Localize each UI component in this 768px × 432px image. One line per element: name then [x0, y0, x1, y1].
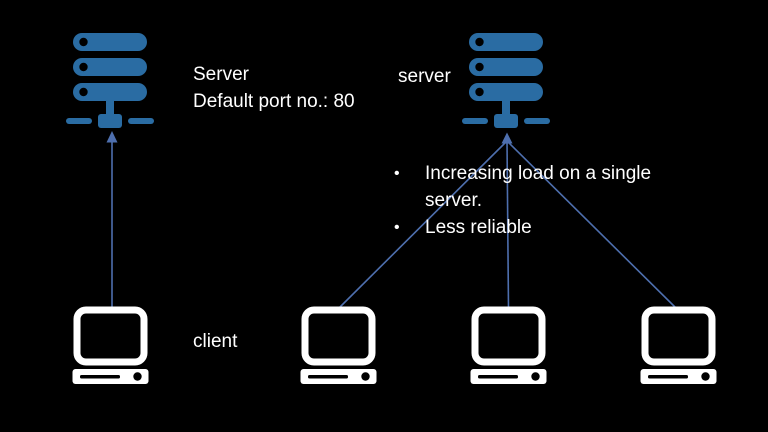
client-label: client [193, 331, 238, 352]
bullet-icon: • [394, 219, 400, 236]
desktop-computer-icon [72, 306, 149, 384]
clients-to-right-server-arrows [337, 132, 678, 310]
bullet-icon: • [394, 165, 400, 182]
list-item: • Increasing load on a single server. [394, 160, 676, 214]
notes-bullet-list: • Increasing load on a single server. • … [394, 160, 676, 241]
left-server-label: Server Default port no.: 80 [193, 61, 355, 115]
left-server-label-line2: Default port no.: 80 [193, 91, 355, 112]
desktop-computer-icon [470, 306, 547, 384]
server-rack-icon [462, 33, 550, 128]
right-server-label: server [398, 66, 451, 87]
desktop-computer-icon [300, 306, 377, 384]
arrowhead-up-icon [501, 132, 513, 144]
server-rack-icon [66, 33, 154, 128]
arrowhead-up-icon [106, 131, 118, 143]
client1-to-left-server-arrow [106, 131, 118, 308]
bullet-text: Increasing load on a single server. [425, 163, 652, 211]
left-server-label-line1: Server [193, 64, 249, 85]
desktop-computer-icon [640, 306, 717, 384]
bullet-text: Less reliable [425, 217, 532, 238]
list-item: • Less reliable [394, 214, 676, 241]
